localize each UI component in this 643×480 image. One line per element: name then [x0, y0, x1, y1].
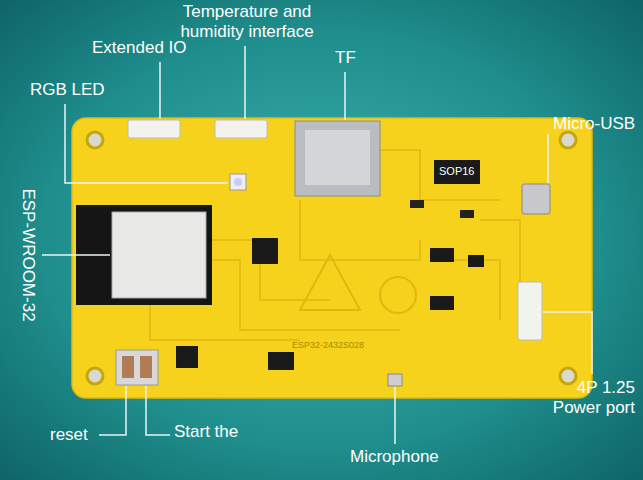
interface-label: Extended IO — [92, 38, 187, 58]
button-label: reset — [50, 425, 88, 445]
interface-label: 4P 1.25 Power port — [545, 378, 635, 418]
interface-label: Temperature and humidity interface — [172, 2, 322, 42]
button-label: Start the — [174, 422, 238, 442]
board-marking: ESP32-2432S028 — [292, 340, 364, 351]
component-label: Microphone — [350, 447, 439, 467]
interface-label: TF — [335, 48, 356, 68]
chip-marking: SOP16 — [439, 165, 474, 178]
module-label: ESP-WROOM-32 — [18, 188, 38, 321]
component-label: RGB LED — [30, 80, 105, 100]
interface-label: Micro-USB — [553, 114, 635, 134]
